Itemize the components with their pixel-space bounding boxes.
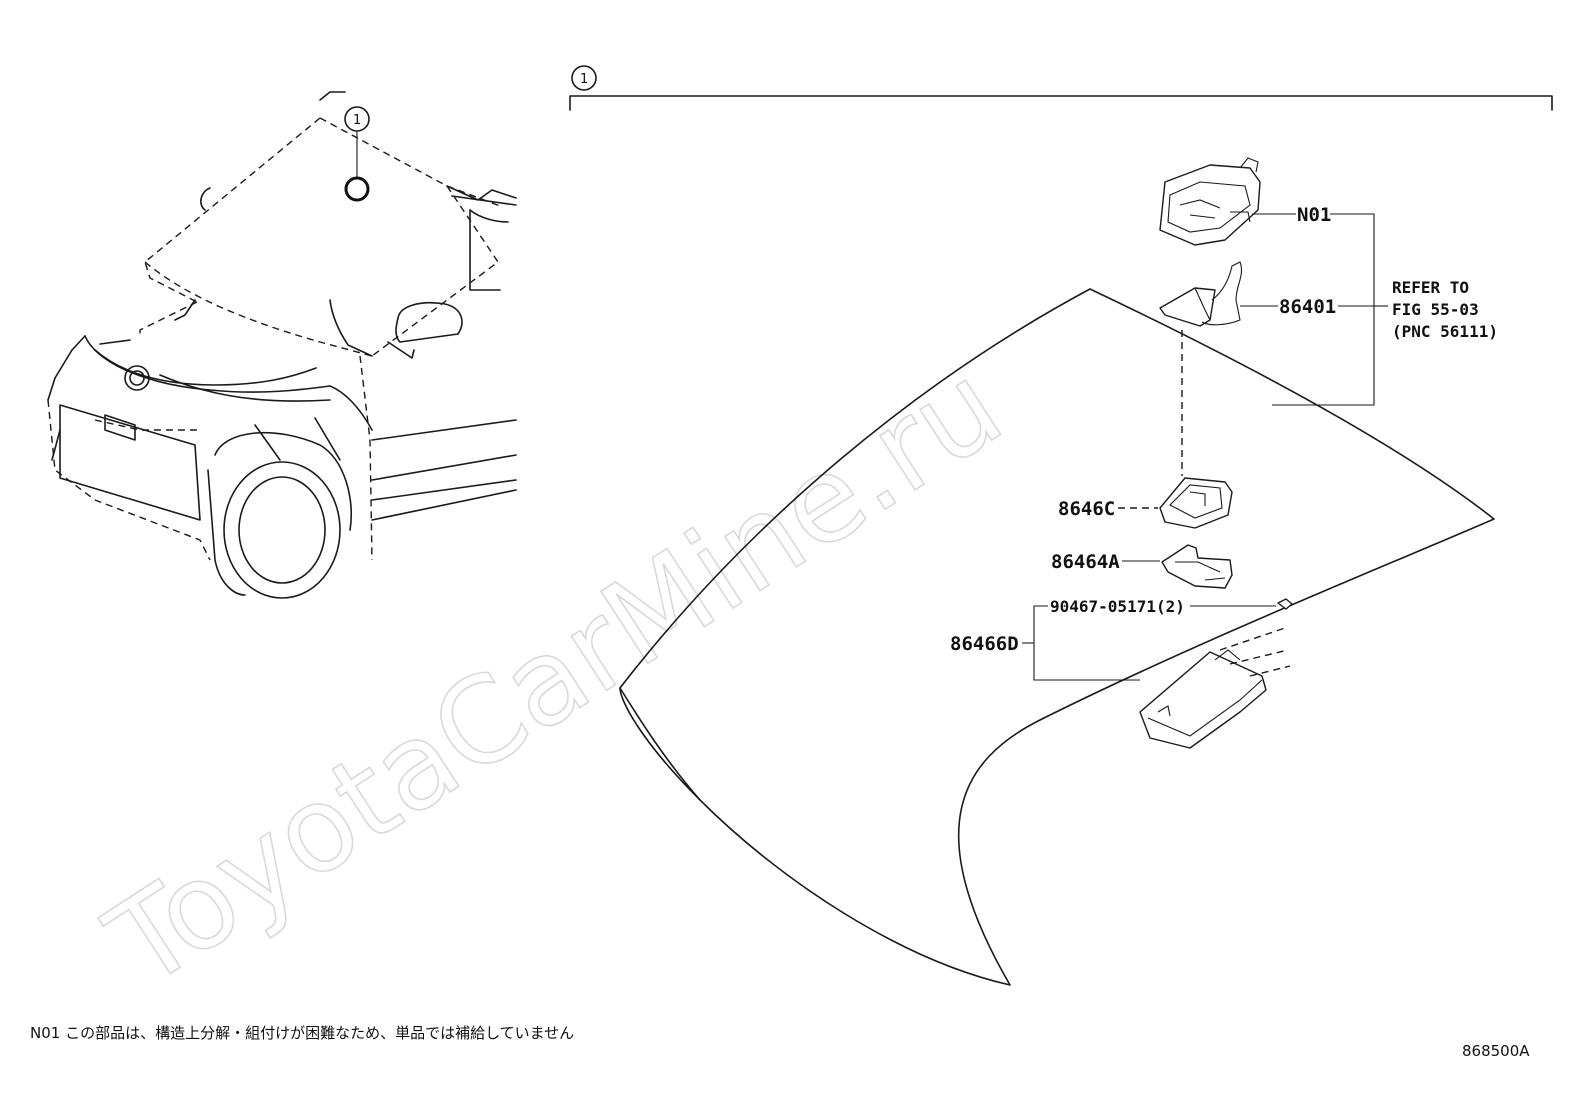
part-8646c-illustration (1159, 477, 1233, 529)
refer-line-2: FIG 55-03 (1392, 300, 1479, 319)
footnote: N01 この部品は、構造上分解・組付けが困難なため、単品では補給していません (30, 1024, 574, 1042)
figure-code: 868500A (1462, 1042, 1530, 1060)
assembly-callout-circle (571, 65, 597, 91)
part-86466d-illustration (1139, 627, 1291, 749)
screw-illustration (1277, 598, 1293, 610)
assembly-callout-number: 1 (580, 72, 588, 87)
part-label-86401: 86401 (1279, 296, 1336, 318)
sensor-location-marker (344, 176, 370, 202)
part-label-90467: 90467-05171(2) (1050, 597, 1185, 616)
refer-line-1: REFER TO (1392, 278, 1469, 297)
part-label-8646c: 8646C (1058, 498, 1115, 520)
vehicle-illustration: 1 (47, 91, 517, 599)
part-86464a-illustration (1161, 544, 1233, 589)
part-label-86464a: 86464A (1051, 551, 1120, 573)
part-n01-illustration (1159, 157, 1261, 246)
vehicle-callout-number: 1 (353, 113, 361, 128)
part-86401-illustration (1159, 261, 1243, 327)
watermark: ToyotaCarMine.ru (84, 336, 1025, 1014)
refer-line-3: (PNC 56111) (1392, 322, 1498, 341)
windshield-glass (619, 288, 1495, 986)
part-label-n01: N01 (1297, 204, 1331, 226)
part-label-86466d: 86466D (950, 633, 1019, 655)
assembly-bracket: 1 (569, 65, 1553, 111)
